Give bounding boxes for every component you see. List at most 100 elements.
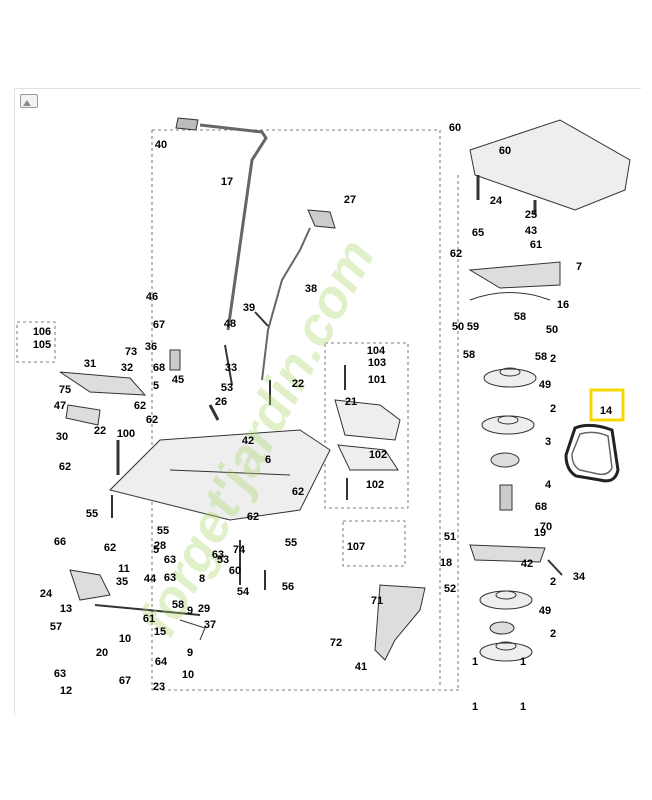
part-label-61: 61 <box>530 239 542 251</box>
part-label-106: 106 <box>33 326 51 338</box>
part-label-45: 45 <box>172 374 184 386</box>
part-label-52: 52 <box>444 583 456 595</box>
middle-assembly-parts <box>334 365 401 500</box>
part-label-57: 57 <box>50 621 62 633</box>
part-label-1: 1 <box>472 701 478 713</box>
right-assembly-parts <box>468 119 631 662</box>
part-label-33: 33 <box>225 362 237 374</box>
part-label-22: 22 <box>94 425 106 437</box>
part-label-24: 24 <box>40 588 53 600</box>
part-label-104: 104 <box>367 345 386 357</box>
part-label-58: 58 <box>463 349 475 361</box>
part-label-9: 9 <box>187 647 193 659</box>
part-label-31: 31 <box>84 358 96 370</box>
part-label-41: 41 <box>355 661 367 673</box>
part-label-36: 36 <box>145 341 157 353</box>
part-label-10: 10 <box>119 633 131 645</box>
part-label-63: 63 <box>54 668 66 680</box>
part-label-26: 26 <box>215 396 227 408</box>
part-label-60: 60 <box>449 122 461 134</box>
part-label-65: 65 <box>472 227 484 239</box>
part-label-107: 107 <box>347 541 365 553</box>
part-label-55: 55 <box>285 537 297 549</box>
part-label-17: 17 <box>221 176 233 188</box>
part-label-102: 102 <box>369 449 387 461</box>
part-label-5: 5 <box>153 380 159 392</box>
part-label-58: 58 <box>514 311 526 323</box>
part-label-60: 60 <box>229 565 241 577</box>
part-label-18: 18 <box>440 557 452 569</box>
part-label-42: 42 <box>521 558 533 570</box>
part-label-3: 3 <box>545 436 551 448</box>
part-label-50: 50 <box>452 321 464 333</box>
part-label-62: 62 <box>247 511 259 523</box>
part-label-42: 42 <box>242 435 254 447</box>
part-label-1: 1 <box>520 656 526 668</box>
part-label-2: 2 <box>550 576 556 588</box>
part-label-27: 27 <box>344 194 356 206</box>
part-label-32: 32 <box>121 362 133 374</box>
part-label-43: 43 <box>525 225 537 237</box>
part-label-63: 63 <box>164 554 176 566</box>
part-label-14: 14 <box>600 405 613 417</box>
part-label-55: 55 <box>157 525 169 537</box>
part-label-38: 38 <box>305 283 317 295</box>
part-label-101: 101 <box>368 374 386 386</box>
part-label-64: 64 <box>155 656 168 668</box>
part-label-48: 48 <box>224 318 236 330</box>
part-label-35: 35 <box>116 576 128 588</box>
part-label-29: 29 <box>198 603 210 615</box>
part-label-39: 39 <box>243 302 255 314</box>
part-label-50: 50 <box>546 324 558 336</box>
part-label-11: 11 <box>118 563 130 575</box>
part-label-63: 63 <box>212 549 224 561</box>
part-label-68: 68 <box>535 501 547 513</box>
part-label-9: 9 <box>187 605 193 617</box>
part-label-100: 100 <box>117 428 135 440</box>
part-label-53: 53 <box>217 554 229 566</box>
part-label-2: 2 <box>550 353 556 365</box>
highlight-box <box>589 388 625 422</box>
belt-part-14 <box>564 423 620 483</box>
part-label-8: 8 <box>199 573 205 585</box>
part-label-24: 24 <box>490 195 503 207</box>
part-label-62: 62 <box>450 248 462 260</box>
part-label-20: 20 <box>96 647 108 659</box>
part-label-62: 62 <box>59 461 71 473</box>
part-label-70: 70 <box>540 521 552 533</box>
part-label-102: 102 <box>366 479 384 491</box>
part-label-15: 15 <box>154 626 166 638</box>
image-placeholder-icon <box>20 94 38 108</box>
part-label-37: 37 <box>204 619 216 631</box>
part-label-47: 47 <box>54 400 66 412</box>
part-label-63: 63 <box>164 572 176 584</box>
part-label-16: 16 <box>557 299 569 311</box>
assembly-boundary-lines <box>16 129 460 691</box>
part-label-4: 4 <box>545 479 552 491</box>
part-label-103: 103 <box>368 357 386 369</box>
part-label-67: 67 <box>119 675 131 687</box>
part-label-44: 44 <box>144 573 157 585</box>
part-label-6: 6 <box>265 454 271 466</box>
left-assembly-parts <box>59 117 426 661</box>
part-label-54: 54 <box>237 586 250 598</box>
part-label-72: 72 <box>330 637 342 649</box>
part-label-56: 56 <box>282 581 294 593</box>
part-label-30: 30 <box>56 431 68 443</box>
part-label-13: 13 <box>60 603 72 615</box>
part-label-2: 2 <box>550 403 556 415</box>
part-label-61: 61 <box>143 613 155 625</box>
part-label-62: 62 <box>146 414 158 426</box>
part-label-28: 28 <box>154 540 166 552</box>
part-label-22: 22 <box>292 378 304 390</box>
part-label-55: 55 <box>86 508 98 520</box>
part-label-73: 73 <box>125 346 137 358</box>
part-label-10: 10 <box>182 669 194 681</box>
part-label-71: 71 <box>371 595 383 607</box>
part-label-67: 67 <box>153 319 165 331</box>
part-label-53: 53 <box>221 382 233 394</box>
part-label-59: 59 <box>467 321 479 333</box>
part-label-62: 62 <box>104 542 116 554</box>
